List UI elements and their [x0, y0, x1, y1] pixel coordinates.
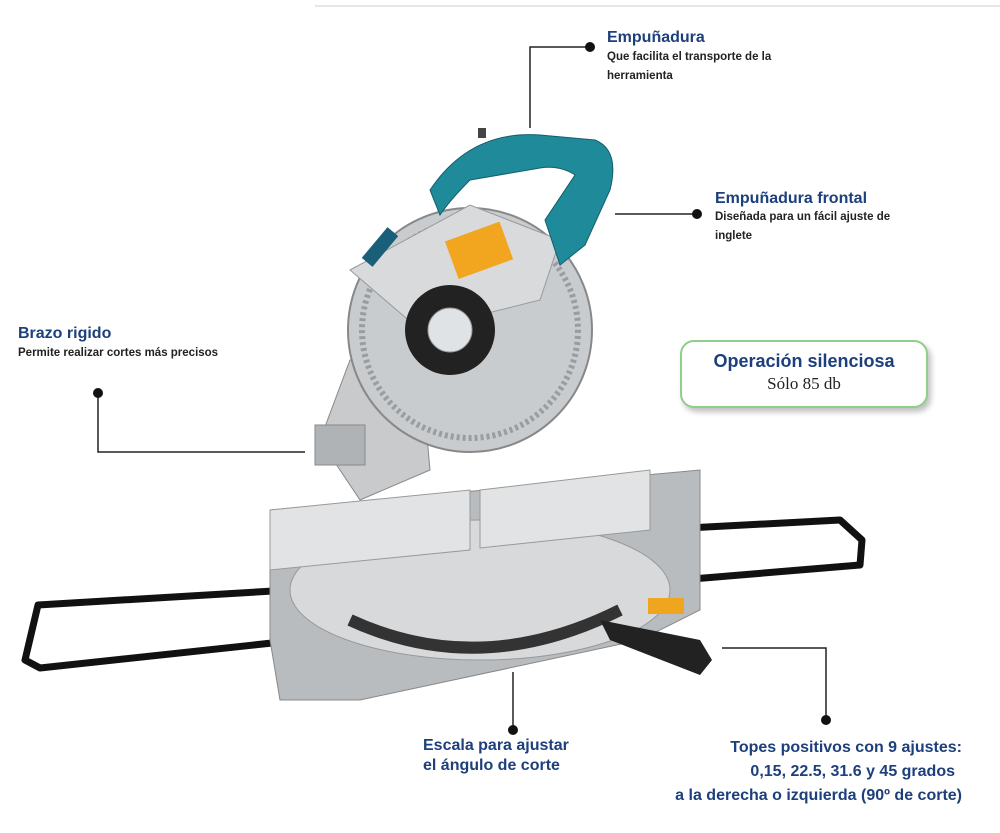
- stops-line-2: 0,15, 22.5, 31.6 y 45 grados: [750, 763, 955, 780]
- arm-description: Permite realizar cortes más precisos: [18, 347, 219, 359]
- saw-base: [269, 469, 712, 701]
- silent-operation-badge: Operación silenciosa Sólo 85 db: [680, 340, 928, 408]
- front-handle-title: Empuñadura frontal: [715, 190, 868, 207]
- scale-line-1: Escala para ajustar: [423, 737, 569, 754]
- extension-bars: [21, 516, 866, 672]
- scale-line-2: el ángulo de corte: [423, 757, 560, 774]
- badge-subtitle: Sólo 85 db: [767, 374, 841, 393]
- leader-lines: [97, 46, 827, 730]
- saw-handle: [429, 128, 614, 266]
- leader-dots: [93, 42, 831, 735]
- stops-callout: Topes positivos con 9 ajustes: 0,15, 22.…: [675, 736, 962, 808]
- badge-title: Operación silenciosa: [713, 351, 895, 371]
- saw-blade: [347, 204, 593, 453]
- scale-callout: Escala para ajustar el ángulo de corte: [423, 736, 569, 776]
- stops-line-3: a la derecha o izquierda (90º de corte): [675, 787, 962, 804]
- stops-line-1: Topes positivos con 9 ajustes:: [730, 739, 962, 756]
- arm-title: Brazo rigido: [18, 325, 112, 342]
- front-handle-description: Diseñada para un fácil ajuste de inglete: [715, 211, 891, 242]
- handle-title: Empuñadura: [607, 29, 705, 46]
- handle-description: Que facilita el transporte de la herrami…: [607, 51, 772, 82]
